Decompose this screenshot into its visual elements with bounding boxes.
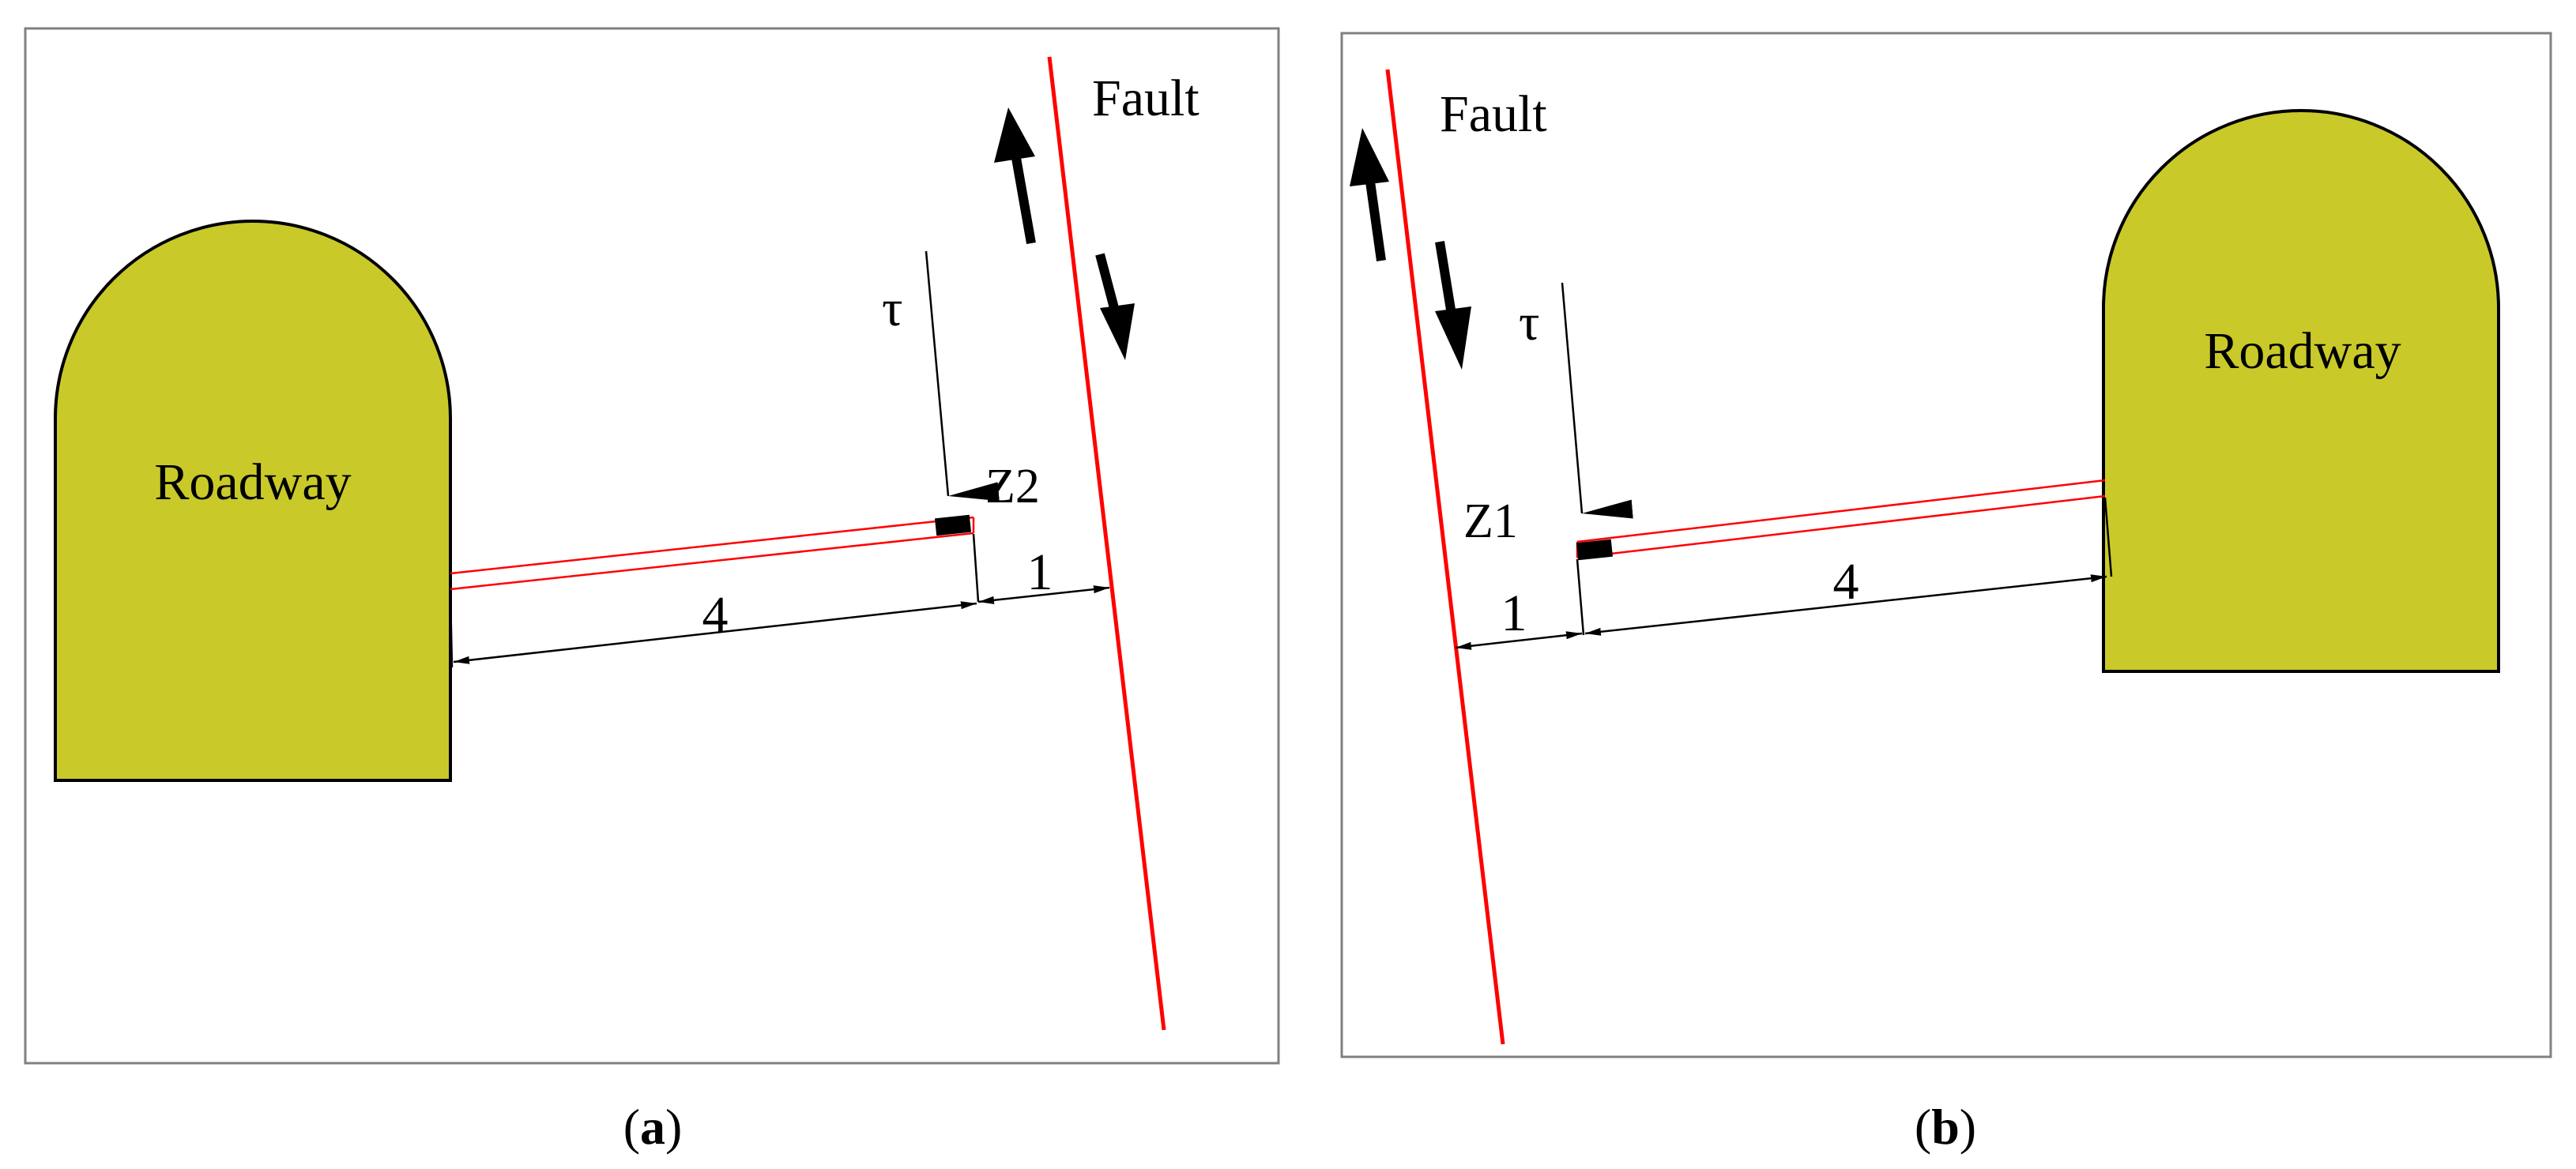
panel-a-stress-label: τ [882,280,903,337]
panel-b-dimension-short-label: 1 [1501,584,1527,642]
panel-b-sensor [1576,539,1614,561]
panel-a-slip-arrow-up [994,107,1036,245]
panel-b-sensor-label: Z1 [1463,494,1518,548]
panel-a-fault-line [1047,56,1166,1031]
panel-b-slip-arrow-up [1350,128,1389,261]
panel-b-borehole [1576,479,2106,559]
panel-b: Roadway Fault τ Z1 1 4 (b) [1340,32,2552,1155]
panel-a-extension-line-sensor [972,533,980,603]
panel-a-fault-label: Fault [1092,70,1199,127]
panel-a-dimension-long-label: 4 [702,586,729,644]
panel-a-dimension-short-label: 1 [1027,543,1053,601]
panel-a-borehole [450,516,975,591]
panel-a-roadway-shape [54,220,452,782]
panel-b-caption: (b) [1915,1099,1976,1155]
panel-b-roadway-shape [2102,109,2500,673]
panel-b-roadway-label: Roadway [2204,322,2401,380]
panel-b-dimension-long-label: 4 [1833,553,1859,611]
panel-b-dimension-short [1455,631,1583,650]
panel-a-slip-arrow-down [1095,253,1135,360]
panel-a-extension-line-roadway [449,593,454,668]
panel-a-stress-arrow [925,250,1000,502]
panel-a-dimension-short [977,585,1110,604]
panel-a-frame [24,27,1280,1065]
panel-a-dimension-long [453,601,977,664]
panel-a-roadway-label: Roadway [154,453,351,511]
panel-a-sensor [934,514,972,536]
panel-a: Roadway Fault τ Z2 4 1 (a) [24,27,1280,1155]
panel-b-stress-arrow [1561,282,1633,519]
panel-b-slip-arrow-down [1435,241,1471,370]
panel-b-extension-line-sensor [1576,558,1585,636]
panel-b-frame [1340,32,2552,1058]
panel-b-extension-line-roadway [2103,497,2113,577]
panel-b-dimension-long [1584,574,2107,636]
panel-b-fault-line [1385,69,1505,1045]
panel-a-caption: (a) [623,1099,683,1155]
panel-a-sensor-label: Z2 [985,460,1040,513]
panel-b-stress-label: τ [1519,294,1540,351]
panel-b-fault-label: Fault [1440,85,1547,143]
